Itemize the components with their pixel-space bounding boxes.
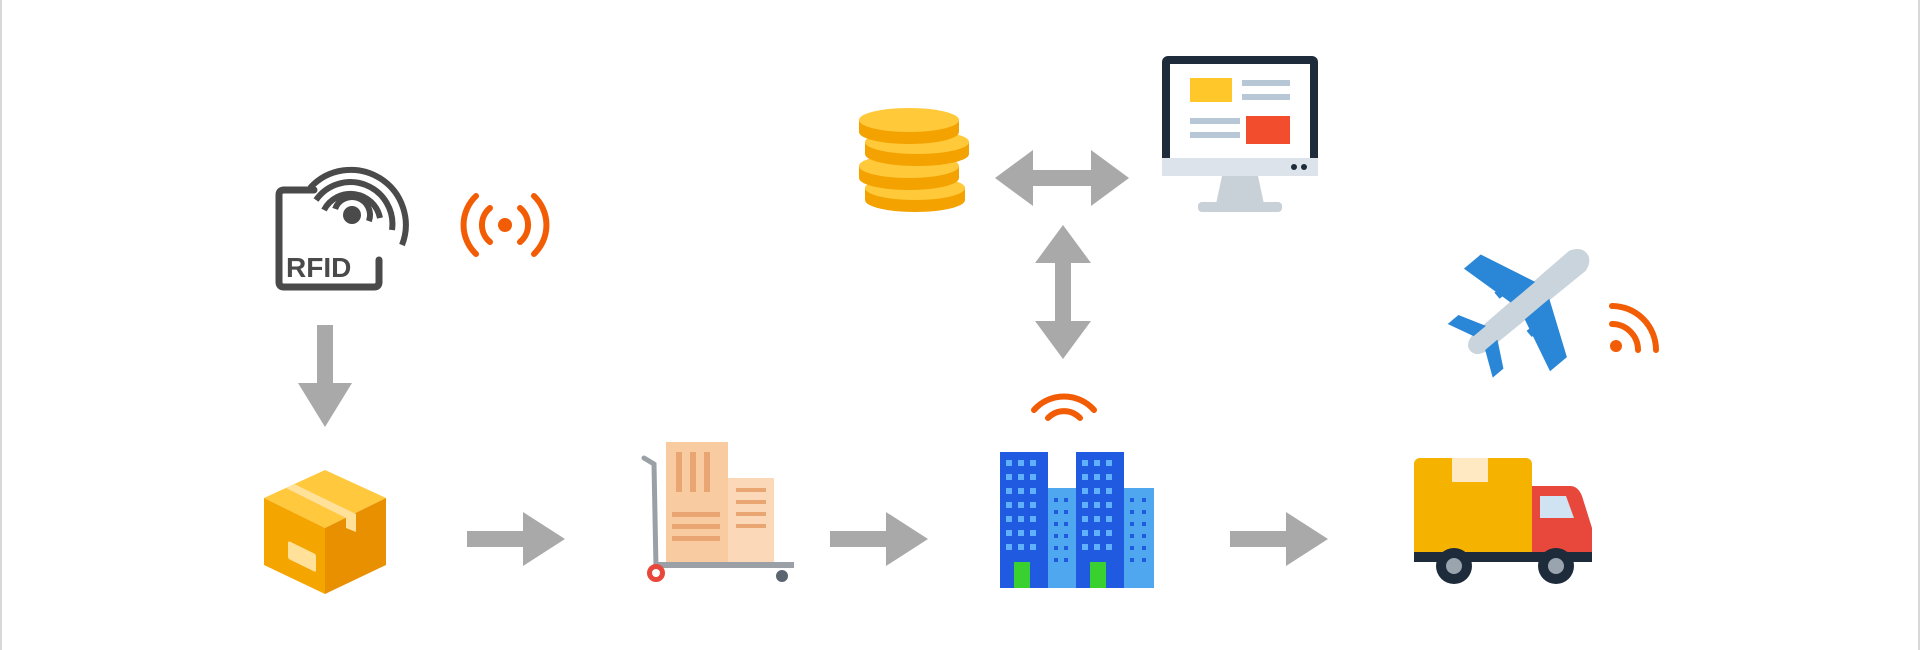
rfid-label: RFID [286, 252, 351, 283]
hand-trolley-boxes-icon [641, 440, 794, 586]
computer-monitor-icon [1162, 56, 1318, 214]
airplane-wifi-signal-icon [1606, 300, 1662, 356]
delivery-truck-icon [1414, 456, 1592, 586]
coin-stack-icon [857, 108, 973, 212]
package-box-icon [264, 470, 386, 594]
broadcast-signal-icon [460, 192, 550, 258]
building-wifi-signal-icon [1028, 384, 1100, 421]
office-buildings-icon [1000, 450, 1156, 588]
arrow-down-rfid-to-package [298, 325, 352, 427]
rfid-tag-icon: RFID [274, 160, 409, 295]
airplane-icon [1445, 234, 1595, 384]
arrow-right-package-to-trolley [467, 512, 565, 566]
arrow-vertical-bidirectional [1035, 225, 1091, 359]
arrow-right-buildings-to-truck [1230, 512, 1328, 566]
arrow-horizontal-bidirectional [995, 150, 1129, 206]
arrow-right-trolley-to-buildings [830, 512, 928, 566]
